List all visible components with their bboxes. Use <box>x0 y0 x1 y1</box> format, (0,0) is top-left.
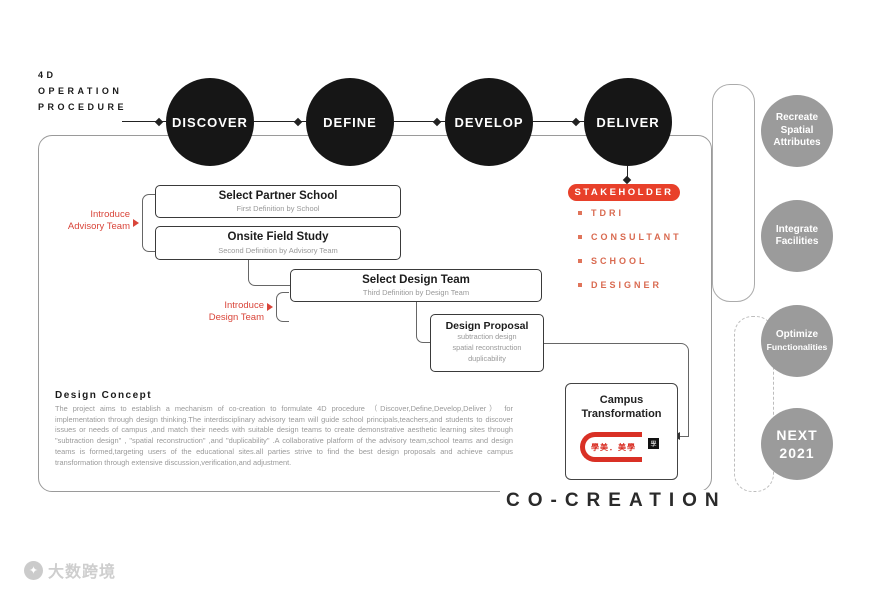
outcome-line: Spatial <box>780 124 814 136</box>
stakeholder-item: SCHOOL <box>578 256 648 266</box>
stakeholder-item-label: CONSULTANT <box>591 232 682 242</box>
outcome-line: Optimize <box>775 329 819 341</box>
procedure-title-line2: OPERATION <box>38 85 123 96</box>
connector-line <box>533 121 584 122</box>
campus-title-line: Campus <box>599 394 644 406</box>
campus-transformation-box: Campus Transformation 學美．美學 學 <box>565 383 678 480</box>
connector-diamond <box>293 117 303 127</box>
flow-box-title: Design Proposal <box>445 319 529 332</box>
stakeholder-item-label: TDRI <box>591 208 624 218</box>
flow-box-line: spatial reconstruction <box>452 343 522 353</box>
stakeholder-item-label: DESIGNER <box>591 280 663 290</box>
right-bracket-solid <box>712 84 755 302</box>
phase-label: DELIVER <box>596 114 660 130</box>
phase-circle-define: DEFINE <box>306 78 394 166</box>
campus-title-line: Transformation <box>581 408 662 421</box>
advisory-arrow-icon <box>133 219 139 227</box>
outcome-line: Integrate <box>775 223 819 235</box>
outcome-circle-integrate-facilities: Integrate Facilities <box>761 200 833 272</box>
connector-elbow <box>544 343 689 437</box>
bullet-square-icon <box>578 283 582 287</box>
flow-box-subtitle: First Definition by School <box>236 204 320 214</box>
outcome-line: 2021 <box>779 445 815 461</box>
connector-diamond <box>571 117 581 127</box>
phase-label: DEFINE <box>323 114 377 130</box>
phase-circle-develop: DEVELOP <box>445 78 533 166</box>
phase-circle-discover: DISCOVER <box>166 78 254 166</box>
flow-box-select-design-team: Select Design Team Third Definition by D… <box>290 269 542 302</box>
campus-logo-icon: 學美．美學 <box>580 432 642 462</box>
outcome-line: Facilities <box>775 236 819 247</box>
outcome-circle-next-2021: NEXT 2021 <box>761 408 833 480</box>
flow-box-subtitle: Second Definition by Advisory Team <box>218 245 338 255</box>
outcome-line: NEXT <box>776 426 818 443</box>
flow-box-title: Select Design Team <box>362 273 470 286</box>
annotation-introduce-design-team: Introduce Design Team <box>184 300 264 325</box>
connector-diamond <box>154 117 164 127</box>
phase-circle-deliver: DELIVER <box>584 78 672 166</box>
procedure-title: 4D OPERATION PROCEDURE <box>38 68 127 115</box>
flow-box-line: subtraction design <box>457 332 517 342</box>
procedure-title-line3: PROCEDURE <box>38 101 128 112</box>
watermark: ✦ 大数跨境 <box>24 558 116 582</box>
design-team-arrow-icon <box>267 303 273 311</box>
outcome-line: Attributes <box>773 137 821 149</box>
flow-box-subtitle: Third Definition by Design Team <box>362 288 470 298</box>
phase-label: DISCOVER <box>172 114 248 130</box>
connector-diamond <box>432 117 442 127</box>
annotation-line: Advisory Team <box>67 221 130 233</box>
connector-line <box>394 121 445 122</box>
campus-logo-square-icon: 學 <box>648 438 659 449</box>
campus-title: Campus Transformation <box>566 384 677 422</box>
annotation-line: Introduce <box>90 209 130 220</box>
deliver-drop-line <box>627 166 628 181</box>
flow-box-title: Onsite Field Study <box>227 231 329 244</box>
design-team-bracket <box>276 292 289 322</box>
annotation-line: Introduce <box>224 300 264 311</box>
connector-elbow <box>248 260 290 286</box>
annotation-line: Design Team <box>208 312 264 324</box>
phase-label: DEVELOP <box>454 114 524 130</box>
annotation-introduce-advisory-team: Introduce Advisory Team <box>46 209 130 234</box>
flow-box-select-partner-school: Select Partner School First Definition b… <box>155 185 401 218</box>
connector-elbow <box>416 302 430 343</box>
campus-logo-text: 學美．美學 <box>591 442 636 452</box>
design-concept-body: The project aims to establish a mechanis… <box>55 404 513 467</box>
connector-line <box>122 121 166 122</box>
outcome-line: Recreate <box>775 112 819 124</box>
flow-box-design-proposal: Design Proposal subtraction design spati… <box>430 314 544 372</box>
stakeholder-item: DESIGNER <box>578 280 662 290</box>
outcome-line: Functionalities <box>766 341 828 352</box>
stakeholder-item-label: SCHOOL <box>591 256 648 266</box>
outcome-circle-optimize-functionalities: Optimize Functionalities <box>761 305 833 377</box>
bullet-square-icon <box>578 259 582 263</box>
flow-box-onsite-field-study: Onsite Field Study Second Definition by … <box>155 226 401 260</box>
bullet-square-icon <box>578 211 582 215</box>
flow-box-title: Select Partner School <box>218 189 338 202</box>
co-creation-title: CO-CREATION <box>500 490 733 512</box>
stakeholder-item: CONSULTANT <box>578 232 682 242</box>
flow-box-line: duplicability <box>468 354 506 364</box>
advisory-bracket <box>142 194 155 252</box>
procedure-title-line1: 4D <box>38 70 57 80</box>
watermark-logo-icon: ✦ <box>24 560 43 580</box>
stakeholder-badge: STAKEHOLDER <box>568 184 680 201</box>
bullet-square-icon <box>578 235 582 239</box>
design-concept-heading: Design Concept <box>55 390 153 401</box>
watermark-text: 大数跨境 <box>48 564 117 581</box>
right-bracket-dashed <box>734 316 774 492</box>
stakeholder-item: TDRI <box>578 208 624 218</box>
connector-line <box>254 121 306 122</box>
outcome-circle-recreate-spatial-attributes: Recreate Spatial Attributes <box>761 95 833 167</box>
